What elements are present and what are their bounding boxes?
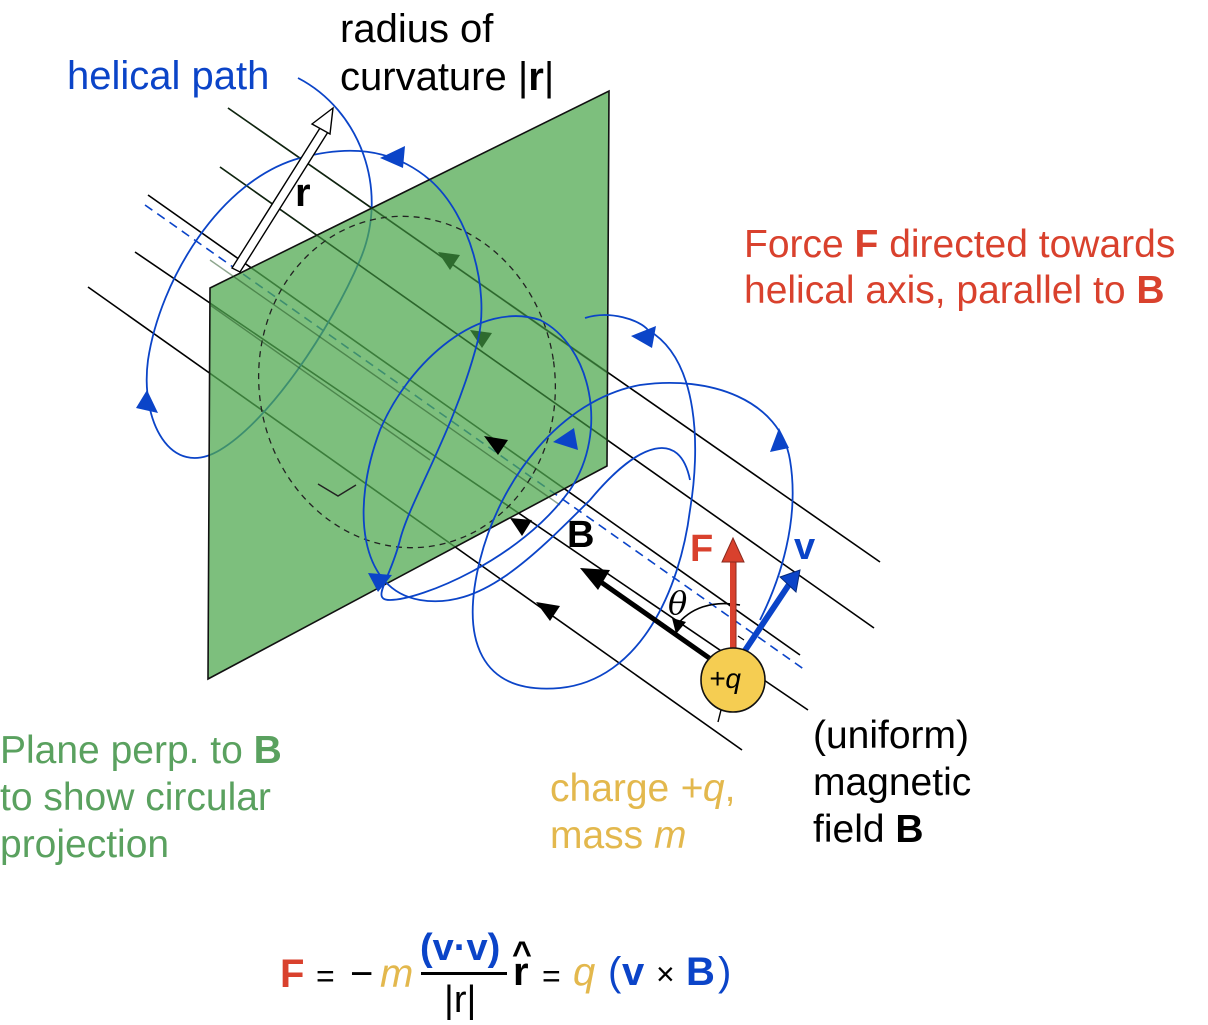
force-label-line2: helical axis, parallel to B xyxy=(744,269,1165,312)
helix-loop-3 xyxy=(362,315,691,603)
arrowhead-icon xyxy=(484,436,508,455)
axis-tick xyxy=(717,709,722,723)
equation: F = − m (v·v) |r| ^ r = q ( v × B ) xyxy=(280,925,740,1025)
eq-cross: × xyxy=(656,956,675,992)
charge xyxy=(700,647,766,713)
eq-paren-open: ( xyxy=(608,950,622,994)
radius-label: radius of curvature |r| xyxy=(340,5,554,101)
perp-tick xyxy=(737,635,745,641)
eq-equals-1: = xyxy=(316,958,335,994)
v-vector-label: v xyxy=(794,526,816,568)
helix-loop-5 xyxy=(584,314,649,331)
field-arrows xyxy=(484,436,560,621)
eq-equals-2: = xyxy=(542,958,561,994)
arrow-icon xyxy=(553,428,578,450)
B-vector-label: B xyxy=(567,514,595,556)
arrow-icon xyxy=(136,390,158,413)
eq-denominator: |r| xyxy=(444,979,477,1021)
charge-label-line2: mass m xyxy=(550,814,687,857)
field-label-line1: (uniform) xyxy=(813,714,970,757)
F-vector-label: F xyxy=(690,528,714,570)
arrow-icon xyxy=(368,573,392,592)
theta-label: θ xyxy=(668,584,688,622)
eq-r-hat: r xyxy=(513,950,529,994)
radius-label-line2: curvature |r| xyxy=(340,55,555,99)
eq-paren-close: ) xyxy=(718,950,732,994)
radius-label-line1: radius of xyxy=(340,7,494,51)
right-angle-marker xyxy=(317,483,357,497)
eq-F: F xyxy=(280,952,305,996)
eq-B: B xyxy=(686,950,715,994)
charge-label-line1: charge +q, xyxy=(550,767,736,810)
theta-arrowhead-icon xyxy=(672,618,686,634)
eq-v: v xyxy=(622,950,645,994)
helical-path-label: helical path xyxy=(67,54,270,98)
eq-m: m xyxy=(380,952,414,996)
v-vector xyxy=(741,569,801,654)
field-arrows-on-plane xyxy=(438,252,492,348)
F-vector xyxy=(721,536,745,650)
field-label-line3: field B xyxy=(813,808,924,851)
arrow-icon xyxy=(770,428,789,452)
B-vector xyxy=(580,568,714,663)
perpendicular-plane xyxy=(207,89,610,681)
plane-label-line2: to show circular xyxy=(0,776,271,819)
eq-q: q xyxy=(573,950,596,994)
helix-arrowheads xyxy=(136,146,789,592)
force-label-line1: Force F directed towards xyxy=(744,223,1176,266)
field-label: (uniform) magnetic field B xyxy=(813,712,971,853)
arrowhead-icon xyxy=(536,602,560,621)
helix-loop-2 xyxy=(380,179,483,601)
charge-label: charge +q, mass m xyxy=(550,765,735,859)
arrow-icon xyxy=(631,326,656,348)
r-vector-label: r xyxy=(295,171,311,215)
charge-symbol: +q xyxy=(709,663,741,694)
eq-fraction-bar xyxy=(421,972,507,975)
force-label: Force F directed towards helical axis, p… xyxy=(744,222,1175,314)
plane-label-line1: Plane perp. to B xyxy=(0,729,282,772)
eq-minus: − xyxy=(350,952,374,996)
arrow-icon xyxy=(380,146,405,168)
arrowhead-icon xyxy=(510,518,532,536)
eq-numerator: (v·v) xyxy=(420,927,501,969)
field-label-line2: magnetic xyxy=(813,761,972,804)
eq-hat: ^ xyxy=(512,935,532,973)
plane-label-line3: projection xyxy=(0,823,170,866)
field-lines-over-plane xyxy=(209,107,610,506)
radius-vector xyxy=(230,106,334,273)
plane-label: Plane perp. to B to show circular projec… xyxy=(0,727,282,868)
